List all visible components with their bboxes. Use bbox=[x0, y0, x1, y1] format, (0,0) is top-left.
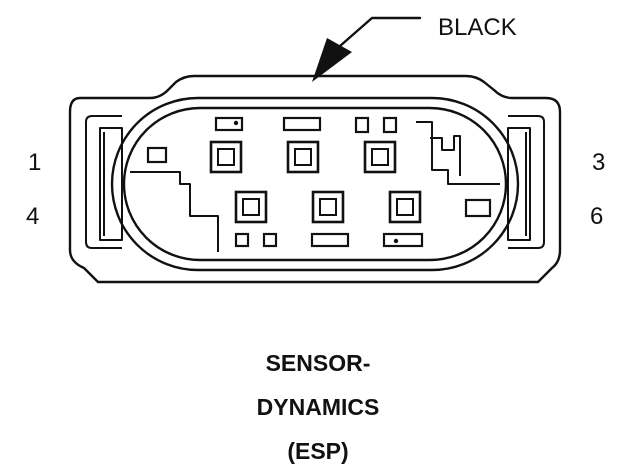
polarization-key-right bbox=[416, 121, 500, 185]
terminal-cavity-4 bbox=[234, 190, 268, 224]
wire-color-label: BLACK bbox=[438, 14, 517, 41]
bottom-slot bbox=[234, 232, 250, 248]
terminal-cavity-5 bbox=[311, 190, 345, 224]
side-slot bbox=[464, 198, 492, 218]
caption-line-1: SENSOR- bbox=[265, 350, 371, 376]
pin-label-1: 1 bbox=[28, 149, 41, 176]
pin-label-3: 3 bbox=[592, 149, 605, 176]
terminal-cavity-6 bbox=[388, 190, 422, 224]
wire-color-leader bbox=[312, 16, 422, 82]
top-slot-dot bbox=[233, 120, 239, 126]
caption-line-3: (ESP) bbox=[287, 438, 349, 464]
caption-line-2: DYNAMICS bbox=[256, 394, 380, 420]
bottom-slot bbox=[382, 232, 424, 248]
right-latch bbox=[507, 115, 545, 249]
outer-gasket bbox=[110, 96, 520, 272]
side-slot bbox=[146, 146, 168, 164]
connector-housing bbox=[68, 74, 562, 284]
bottom-slot bbox=[310, 232, 350, 248]
polarization-key-left bbox=[130, 171, 219, 252]
terminal-cavity-3 bbox=[363, 140, 397, 174]
top-slot bbox=[214, 116, 244, 132]
left-latch bbox=[85, 115, 123, 249]
bottom-slot-dot bbox=[393, 238, 399, 244]
bottom-slot bbox=[262, 232, 278, 248]
terminal-cavity-2 bbox=[286, 140, 320, 174]
terminal-cavity-1 bbox=[209, 140, 243, 174]
pin-label-4: 4 bbox=[26, 203, 39, 230]
top-slot bbox=[354, 116, 370, 134]
mating-face bbox=[122, 106, 508, 262]
pin-label-6: 6 bbox=[590, 203, 603, 230]
top-slot bbox=[282, 116, 322, 132]
top-slot bbox=[382, 116, 398, 134]
